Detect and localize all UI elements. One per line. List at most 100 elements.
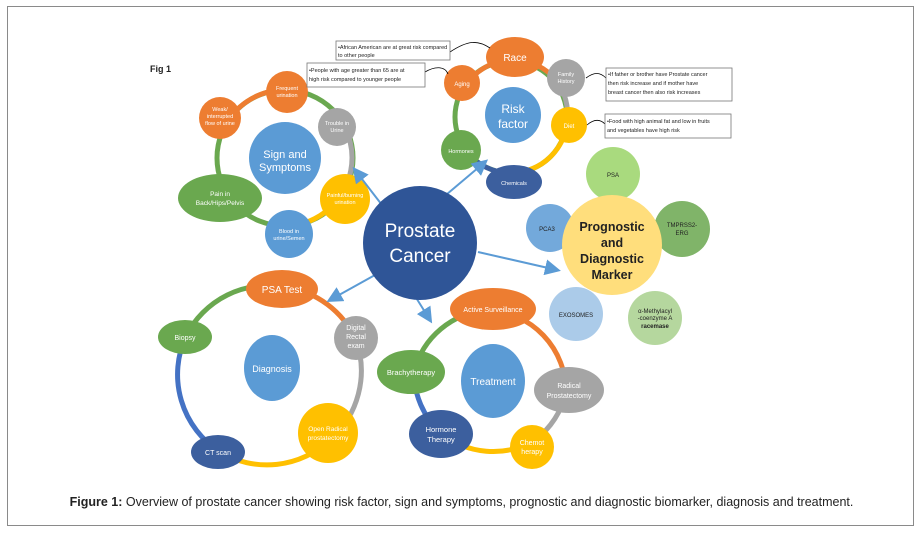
psa-test-node: [246, 270, 318, 308]
arrow-to-markers: [477, 251, 561, 276]
trouble-urine-label-2: Urine: [330, 128, 343, 134]
note-diet-line-2: and vegetables have high risk: [607, 128, 680, 134]
hormone-therapy-label-2: Therapy: [427, 435, 455, 444]
diagnosis-center-node: [244, 335, 300, 401]
arrow-to-treatment: [414, 295, 433, 324]
marker-center-label-4: Marker: [592, 268, 633, 282]
risk-notes: •African American are at great risk comp…: [306, 40, 733, 139]
marker-center-label-2: and: [601, 236, 623, 250]
amacr-marker-label-3: racemase: [641, 324, 669, 330]
biopsy-node: [158, 320, 212, 354]
weak-flow-label-2: interrupted: [207, 114, 233, 120]
note-diet-connector: [586, 119, 606, 126]
note-family-box: [605, 67, 733, 102]
brachytherapy-node: [377, 350, 445, 394]
chemotherapy-label-2: herapy: [521, 449, 543, 456]
chemicals-node: [486, 165, 542, 199]
risk-center-node: [485, 87, 541, 143]
tmprss2-marker-label-2: ERG: [675, 231, 688, 237]
dre-label-2: Rectal: [346, 334, 366, 341]
note-race-connector: [449, 42, 491, 53]
arrow-to-diagnosis: [326, 274, 376, 302]
trouble-urine-node: [318, 108, 356, 146]
note-diet-line-1: •Food with high animal fat and low in fr…: [607, 119, 710, 125]
family-history-node: [547, 59, 585, 97]
biopsy-label: Biopsy: [174, 335, 196, 342]
tmprss2-marker-node: [654, 201, 710, 257]
radical-prostatectomy-label-1: Radical: [557, 383, 581, 390]
psa-marker-label: PSA: [607, 173, 619, 179]
painful-urination-label-1: Painful/burning: [327, 193, 364, 199]
fig-label: Fig 1: [150, 64, 171, 74]
pca3-marker-label: PCA3: [539, 227, 555, 233]
sign-center-node: [249, 122, 321, 194]
radical-prostatectomy-label-2: Prostatectomy: [547, 393, 592, 400]
marker-center-node: [562, 195, 662, 295]
note-family-line-3: breast cancer then also risk increases: [608, 90, 701, 96]
note-race-line-2: to other people: [338, 53, 375, 59]
hormone-therapy-node: [409, 410, 473, 458]
frequent-urination-node: [266, 71, 308, 113]
sign-center-label-2: Symptoms: [259, 162, 311, 174]
brachytherapy-label: Brachytherapy: [387, 368, 436, 377]
radical-prostatectomy-node: [534, 367, 604, 413]
note-family-line-1: •If father or brother have Prostate canc…: [608, 72, 708, 78]
note-age-line-2: high risk compared to younger people: [309, 77, 401, 83]
amacr-marker-label-2: -coenzyme A: [638, 316, 673, 322]
chemotherapy-label-1: Chemot: [520, 440, 545, 447]
marker-center-label-1: Prognostic: [579, 220, 644, 234]
dre-label-1: Digital: [346, 325, 366, 332]
frequent-urination-label-2: urination: [276, 93, 297, 99]
open-prostatectomy-label-1: Open Radical: [308, 426, 348, 433]
diagnosis-cluster: Diagnosis PSA Test Digital Rectal exam B…: [158, 270, 378, 469]
frequent-urination-label-1: Frequent: [276, 86, 298, 92]
open-prostatectomy-node: [298, 403, 358, 463]
painful-urination-node: [320, 174, 370, 224]
family-history-label-1: Family: [558, 72, 574, 78]
risk-factor-cluster: Risk factor Race Aging Family History Di…: [441, 37, 587, 199]
aging-node: [444, 65, 480, 101]
sign-center-label-1: Sign and: [263, 149, 306, 161]
prostate-cancer-center-node: [363, 186, 477, 300]
note-diet-box: [604, 113, 732, 139]
treatment-center-node: [461, 344, 525, 418]
chemotherapy-node: [510, 425, 554, 469]
race-label: Race: [503, 53, 527, 64]
pain-node: [178, 174, 262, 222]
hormone-therapy-label-1: Hormone: [426, 425, 457, 434]
ct-scan-label: CT scan: [205, 450, 231, 457]
pain-label-2: Back/Hips/Pelvis: [196, 200, 245, 207]
treatment-cluster: Treatment Active Surveillance Brachyther…: [377, 288, 604, 469]
diet-label: Diet: [564, 124, 575, 130]
diet-node: [551, 107, 587, 143]
figure-caption: Figure 1: Overview of prostate cancer sh…: [0, 495, 923, 509]
amacr-marker-node: [628, 291, 682, 345]
note-age-box: [306, 62, 426, 88]
active-surveillance-label: Active Surveillance: [463, 307, 522, 314]
aging-label: Aging: [454, 82, 469, 88]
weak-flow-label-3: flow of urine: [205, 121, 235, 127]
caption-prefix: Figure 1:: [69, 495, 123, 509]
blood-label-2: urine/Semen: [273, 236, 304, 242]
weak-flow-label-1: Weak/: [212, 107, 228, 113]
pca3-marker-node: [526, 204, 574, 252]
race-node: [486, 37, 544, 77]
sign-symptoms-cluster: Sign and Symptoms Frequent urination Wea…: [178, 71, 370, 258]
blood-node: [265, 210, 313, 258]
family-history-label-2: History: [557, 79, 574, 85]
marker-labels: PSA TMPRSS2- ERG PCA3 EXOSOMES α-Methyla…: [539, 173, 697, 330]
active-surveillance-node: [450, 288, 536, 330]
open-prostatectomy-label-2: prostatectomy: [308, 435, 350, 442]
dre-label-3: exam: [347, 343, 364, 350]
hormones-label: Hormones: [448, 149, 474, 155]
note-age-connector: [424, 67, 449, 75]
exosomes-marker-label: EXOSOMES: [559, 313, 593, 319]
pain-label-1: Pain in: [210, 191, 230, 198]
painful-urination-label-2: urination: [334, 200, 355, 206]
psa-test-label: PSA Test: [262, 285, 303, 296]
dre-node: [334, 316, 378, 360]
caption-text: Overview of prostate cancer showing risk…: [122, 495, 854, 509]
center-label-1: Prostate: [385, 221, 456, 242]
ct-scan-node: [191, 435, 245, 469]
